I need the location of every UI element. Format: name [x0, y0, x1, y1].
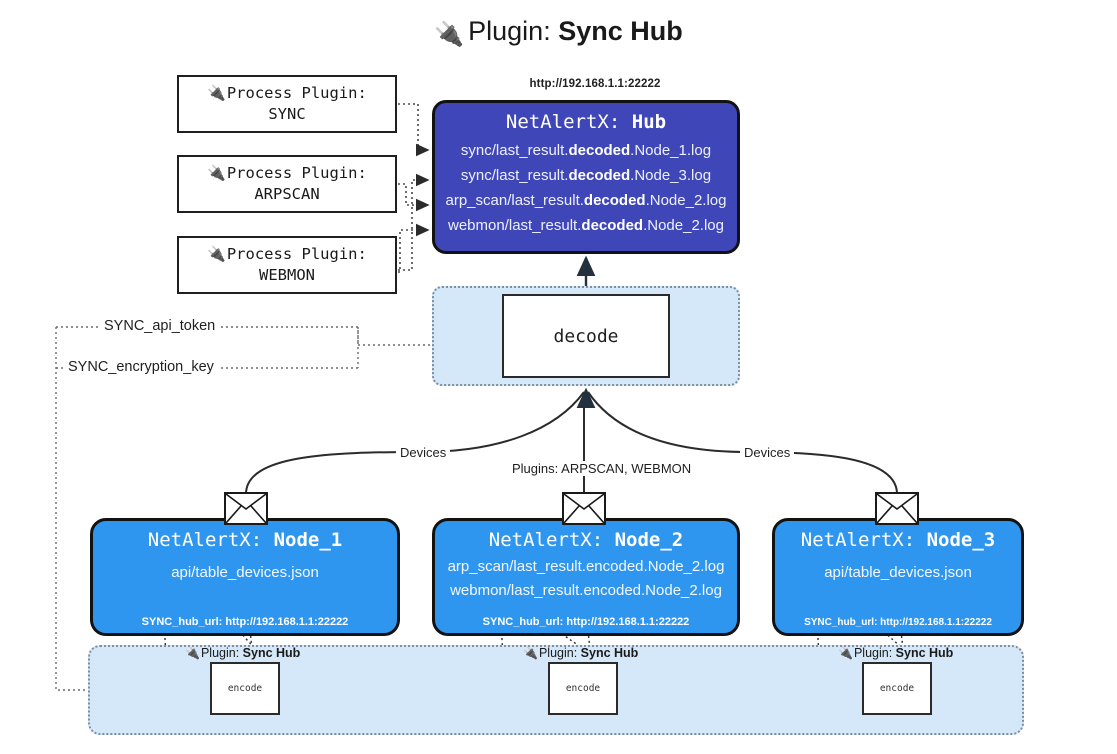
process-plugin-box-arpscan[interactable]: 🔌Process Plugin: ARPSCAN: [177, 155, 397, 213]
plug-icon: 🔌: [434, 21, 465, 48]
encode-box-3[interactable]: encode: [862, 662, 932, 715]
node-title-prefix: NetAlertX:: [800, 529, 916, 551]
hub-log-pre: sync/last_result.: [460, 142, 569, 159]
secret-label-api-token: SYNC_api_token: [100, 318, 220, 334]
envelope-icon: [224, 492, 268, 525]
hub-log-bold: decoded: [583, 191, 646, 209]
hub-log-post: .Node_3.log: [630, 166, 712, 184]
node-box-node-2[interactable]: NetAlertX: Node_2 arp_scan/last_result.e…: [432, 518, 740, 636]
hub-log-line: arp_scan/last_result.decoded.Node_2.log: [435, 189, 737, 214]
plug-icon: 🔌: [838, 646, 853, 660]
node-title-name: Node_3: [926, 529, 996, 551]
node-title: NetAlertX: Node_1: [93, 529, 397, 551]
page-title-name: Sync Hub: [558, 16, 683, 46]
plug-icon: 🔌: [207, 164, 226, 183]
process-plugin-label: Process Plugin:: [226, 245, 367, 264]
process-plugin-box-sync[interactable]: 🔌Process Plugin: SYNC: [177, 75, 397, 133]
hub-log-bold: decoded: [568, 166, 631, 184]
node-title-name: Node_1: [273, 529, 343, 551]
process-plugin-label: Process Plugin:: [226, 84, 367, 103]
node-title-name: Node_2: [614, 529, 684, 551]
hub-log-bold: decoded: [568, 142, 631, 159]
plug-icon: 🔌: [207, 245, 226, 264]
encode-caption-2: 🔌Plugin: Sync Hub: [523, 646, 638, 660]
decode-box[interactable]: decode: [502, 294, 670, 378]
plug-icon: 🔌: [523, 646, 538, 660]
encode-caption-prefix: Plugin:: [538, 646, 578, 660]
node-footer: SYNC_hub_url: http://192.168.1.1:22222: [804, 617, 992, 628]
hub-log-pre: arp_scan/last_result.: [445, 191, 584, 209]
hub-url-label: http://192.168.1.1:22222: [529, 78, 661, 90]
node-log-line: api/table_devices.json: [824, 564, 972, 581]
node-title-prefix: NetAlertX:: [147, 529, 263, 551]
encode-caption-name: Sync Hub: [895, 646, 954, 660]
process-plugin-name: SYNC: [268, 105, 306, 124]
node-title: NetAlertX: Node_3: [775, 529, 1021, 551]
hub-log-post: .Node_2.log: [645, 191, 727, 209]
hub-log-line: webmon/last_result.decoded.Node_2.log: [435, 214, 737, 239]
encode-caption-1: 🔌Plugin: Sync Hub: [185, 646, 300, 660]
hub-log-line: sync/last_result.decoded.Node_3.log: [435, 164, 737, 189]
hub-log-post: .Node_2.log: [643, 216, 724, 234]
hub-log-pre: webmon/last_result.: [448, 216, 582, 234]
secret-label-encryption-key: SYNC_encryption_key: [64, 359, 218, 375]
hub-title: NetAlertX: Hub: [435, 111, 737, 133]
encode-caption-prefix: Plugin:: [853, 646, 893, 660]
node-log-line: arp_scan/last_result.encoded.Node_2.log: [447, 558, 725, 575]
hub-box[interactable]: NetAlertX: Hub sync/last_result.decoded.…: [432, 100, 740, 254]
process-plugin-box-webmon[interactable]: 🔌Process Plugin: WEBMON: [177, 236, 397, 294]
page-title-prefix: Plugin:: [468, 16, 551, 46]
process-plugin-label: Process Plugin:: [226, 164, 367, 183]
envelope-icon: [875, 492, 919, 525]
encode-caption-name: Sync Hub: [242, 646, 301, 660]
edge-label-plugins-center: Plugins: ARPSCAN, WEBMON: [508, 461, 696, 476]
node-title-prefix: NetAlertX:: [488, 529, 604, 551]
node-footer: SYNC_hub_url: http://192.168.1.1:22222: [482, 616, 690, 628]
node-log-line: api/table_devices.json: [171, 564, 319, 581]
encode-box-2[interactable]: encode: [548, 662, 618, 715]
edge-label-devices-left: Devices: [396, 445, 451, 460]
hub-log-pre: sync/last_result.: [460, 166, 569, 184]
envelope-icon: [562, 492, 606, 525]
node-title: NetAlertX: Node_2: [435, 529, 737, 551]
node-box-node-1[interactable]: NetAlertX: Node_1 api/table_devices.json…: [90, 518, 400, 636]
process-plugin-name: ARPSCAN: [254, 185, 320, 204]
encode-caption-name: Sync Hub: [580, 646, 639, 660]
node-box-node-3[interactable]: NetAlertX: Node_3 api/table_devices.json…: [772, 518, 1024, 636]
hub-title-prefix: NetAlertX:: [505, 111, 621, 133]
hub-title-name: Hub: [631, 111, 667, 133]
plug-icon: 🔌: [185, 646, 200, 660]
plug-icon: 🔌: [207, 84, 226, 103]
hub-log-post: .Node_1.log: [630, 142, 712, 159]
node-footer: SYNC_hub_url: http://192.168.1.1:22222: [141, 616, 349, 628]
process-plugin-name: WEBMON: [259, 266, 315, 285]
page-title: 🔌Plugin: Sync Hub: [0, 16, 1117, 49]
hub-log-line: sync/last_result.decoded.Node_1.log: [435, 139, 737, 164]
encode-caption-prefix: Plugin:: [200, 646, 240, 660]
encode-box-1[interactable]: encode: [210, 662, 280, 715]
hub-log-bold: decoded: [581, 216, 644, 234]
edge-label-devices-right: Devices: [740, 445, 795, 460]
encode-caption-3: 🔌Plugin: Sync Hub: [838, 646, 953, 660]
node-log-line: webmon/last_result.encoded.Node_2.log: [450, 582, 722, 599]
